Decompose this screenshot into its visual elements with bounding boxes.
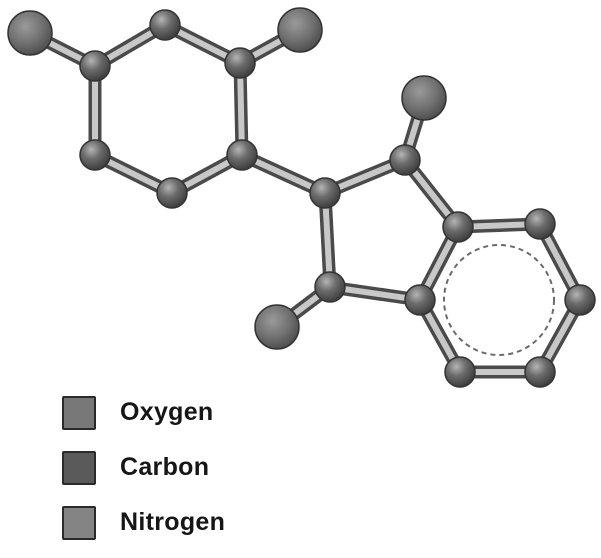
bonds-group	[23, 18, 587, 379]
carbon-atom-c9	[442, 211, 474, 243]
carbon-atom-c15	[314, 271, 346, 303]
aromatic-ring-circle	[443, 244, 555, 356]
carbon-atom-c8	[389, 144, 421, 176]
carbon-atom-c10	[524, 208, 556, 240]
legend: Oxygen Carbon Nitrogen	[62, 393, 362, 558]
oxygen-swatch	[62, 396, 96, 430]
legend-item-nitrogen: Nitrogen	[62, 503, 362, 558]
carbon-atom-c13	[444, 356, 476, 388]
hetero-atom-o3	[401, 75, 447, 121]
molecule-structure	[7, 7, 596, 388]
legend-label-carbon: Carbon	[120, 453, 210, 481]
carbon-atom-c11	[564, 284, 596, 316]
nitrogen-swatch	[62, 506, 96, 540]
legend-label-nitrogen: Nitrogen	[120, 508, 226, 536]
hetero-atom-o1	[7, 10, 53, 56]
carbon-atom-c1	[79, 50, 111, 82]
carbon-atom-c14	[404, 284, 436, 316]
carbon-atom-c12	[524, 356, 556, 388]
hetero-atom-o4	[254, 304, 300, 350]
legend-item-carbon: Carbon	[62, 448, 362, 503]
carbon-atom-c6	[79, 139, 111, 171]
carbon-atom-c3	[224, 47, 256, 79]
carbon-atom-c2	[149, 9, 181, 41]
carbon-atom-c5	[156, 177, 188, 209]
carbon-atom-c4	[226, 139, 258, 171]
hetero-atom-o2	[277, 7, 323, 53]
legend-label-oxygen: Oxygen	[120, 398, 214, 426]
molecule-diagram: Oxygen Carbon Nitrogen	[7, 7, 596, 540]
atoms-group	[7, 7, 596, 388]
carbon-atom-c7	[309, 177, 341, 209]
legend-item-oxygen: Oxygen	[62, 393, 362, 448]
carbon-swatch	[62, 451, 96, 485]
